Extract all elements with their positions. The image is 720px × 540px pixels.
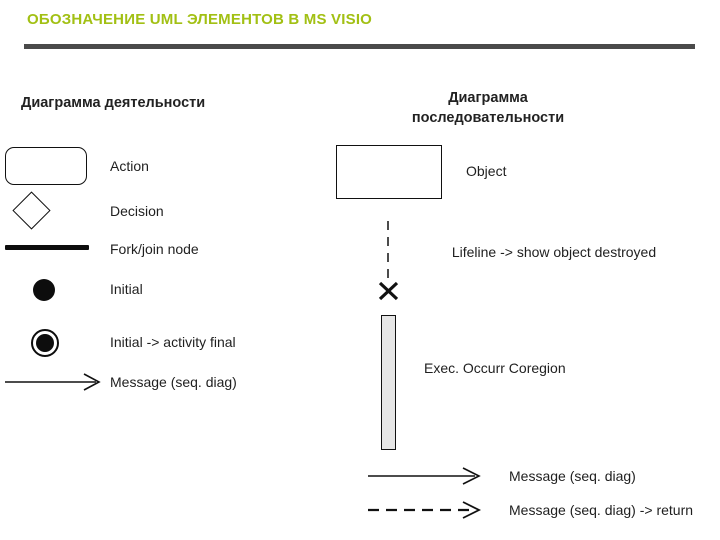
sequence-heading-line-2: последовательности	[411, 109, 565, 126]
dashed-arrow-icon	[368, 501, 482, 519]
execution-bar-icon	[381, 315, 396, 450]
circle-with-ring-icon	[31, 329, 59, 357]
activity-diagram-heading: Диаграмма деятельности	[21, 95, 206, 111]
rounded-rectangle-icon	[5, 147, 87, 185]
solid-arrow-icon	[5, 373, 101, 391]
legend-label-object: Object	[466, 163, 507, 179]
legend-label-activity-final: Initial -> activity final	[110, 334, 236, 350]
solid-arrow-icon	[368, 467, 481, 485]
legend-label-message-left: Message (seq. diag)	[110, 374, 237, 390]
rectangle-icon	[336, 145, 442, 199]
legend-label-action: Action	[110, 158, 149, 174]
legend-label-message-seq: Message (seq. diag)	[509, 468, 636, 484]
legend-label-decision: Decision	[110, 203, 164, 219]
legend-label-fork-join: Fork/join node	[110, 241, 199, 257]
sequence-heading-line-1: Диаграмма	[448, 90, 528, 106]
thick-bar-icon	[5, 245, 89, 250]
legend-label-coregion: Exec. Occurr Coregion	[424, 360, 566, 376]
legend-label-initial: Initial	[110, 281, 143, 297]
sequence-diagram-heading: Диаграмма последовательности	[383, 89, 593, 128]
legend-label-message-return: Message (seq. diag) -> return	[509, 502, 694, 518]
legend-label-lifeline: Lifeline -> show object destroyed	[451, 244, 657, 260]
title-divider	[24, 44, 695, 49]
dashed-lifeline-x-icon	[378, 221, 399, 301]
page-title: ОБОЗНАЧЕНИЕ UML ЭЛЕМЕНТОВ В MS VISIO	[27, 11, 373, 28]
filled-circle-icon	[33, 279, 55, 301]
diamond-icon	[12, 191, 51, 230]
